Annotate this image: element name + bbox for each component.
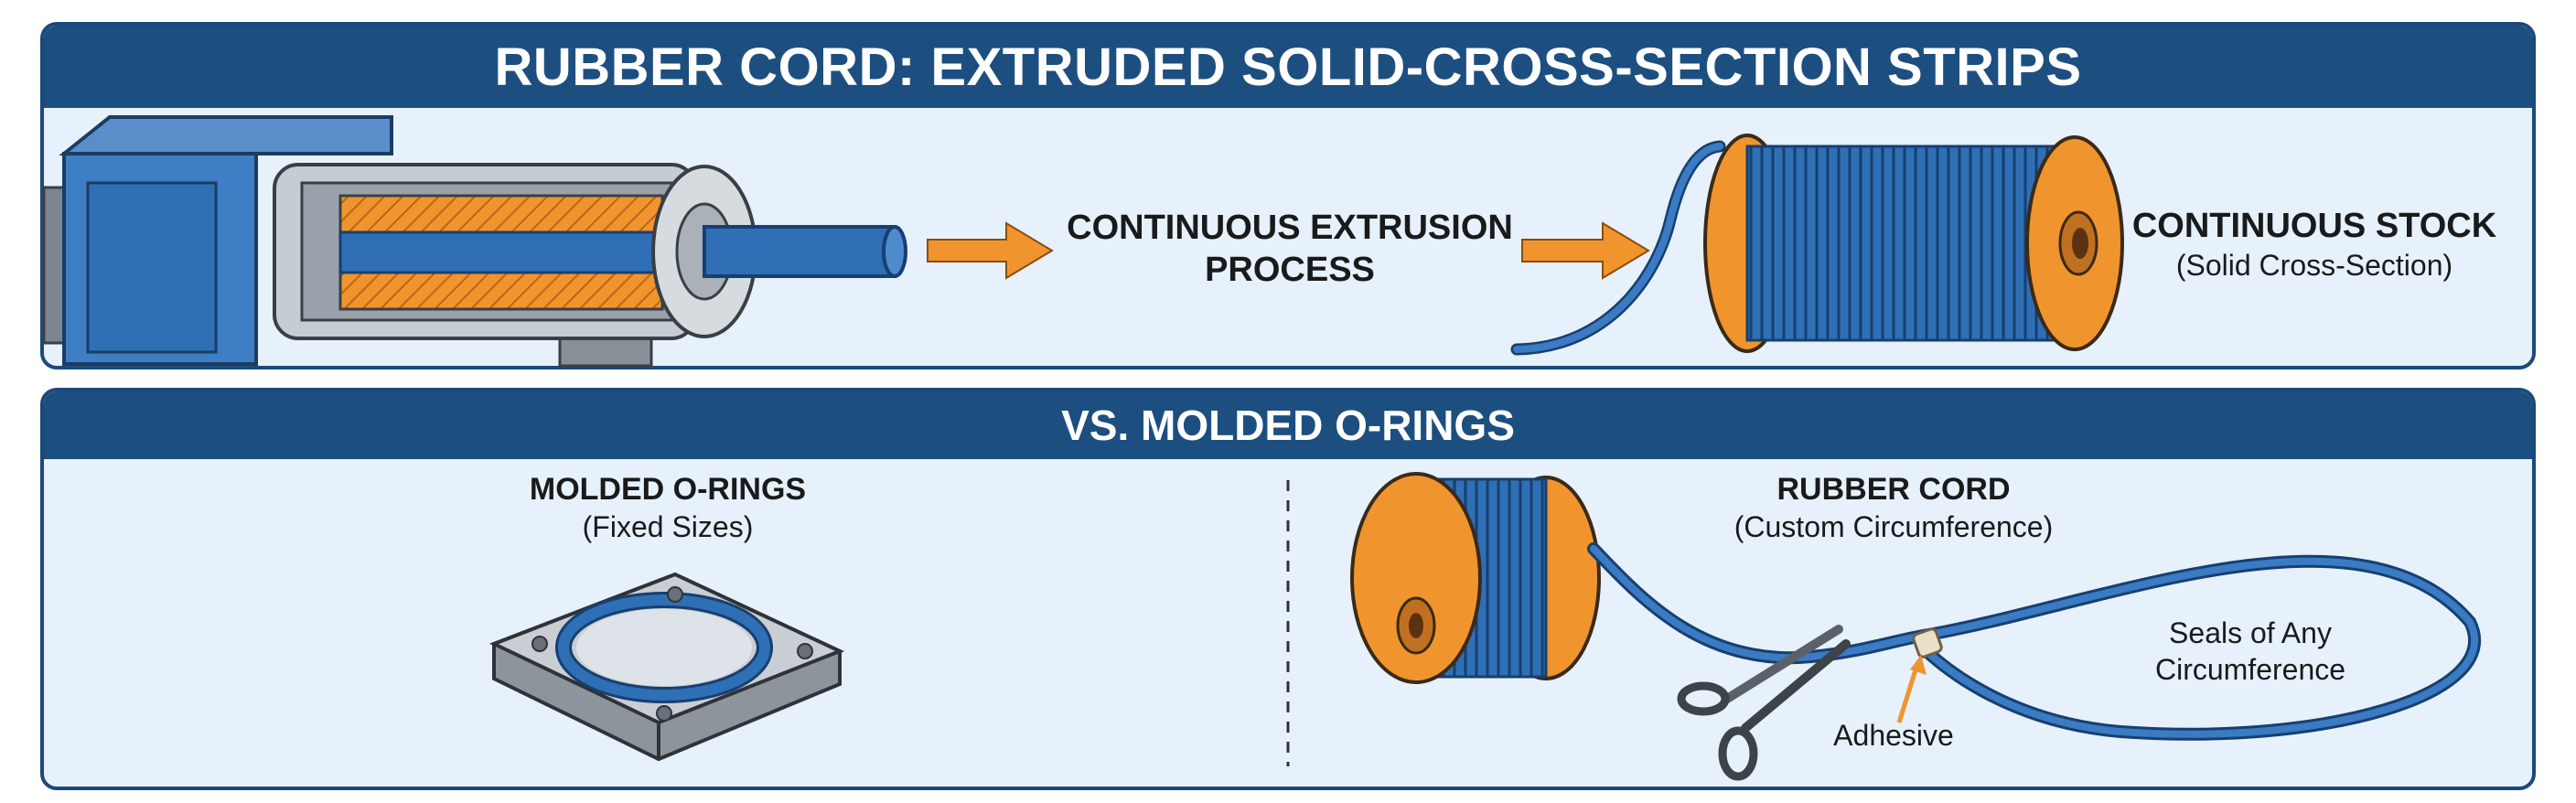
adhesive-pointer-arrow [1896, 663, 1920, 723]
seals-label-line1: Seals of Any [2169, 616, 2332, 649]
arrow-right-icon [927, 221, 1054, 280]
scissors-icon [1677, 625, 1851, 781]
arrow-right-icon [1521, 221, 1650, 280]
molded-o-rings-title: MOLDED O-RINGS [529, 472, 807, 507]
process-label: CONTINUOUS EXTRUSION PROCESS [1052, 207, 1528, 291]
extrusion-panel-title: RUBBER CORD: EXTRUDED SOLID-CROSS-SECTIO… [44, 26, 2532, 108]
comparison-panel-title: VS. MOLDED O-RINGS [44, 391, 2532, 459]
stock-title: CONTINUOUS STOCK [2131, 207, 2497, 245]
stock-subtitle: (Solid Cross-Section) [2175, 249, 2453, 282]
cord-spool-loop-icon [1350, 472, 2482, 741]
process-label-line1: CONTINUOUS EXTRUSION [1067, 209, 1513, 247]
adhesive-label: Adhesive [1833, 719, 1954, 752]
molded-o-rings-subtitle: (Fixed Sizes) [582, 510, 754, 543]
process-label-line2: PROCESS [1205, 251, 1375, 289]
cord-spool-icon [1510, 134, 2124, 356]
seals-label: Seals of Any Circumference [2095, 615, 2406, 688]
extruder-machine [42, 115, 907, 368]
o-ring-plate-icon [488, 572, 845, 762]
seals-label-line2: Circumference [2154, 653, 2346, 686]
rubber-cord-subtitle: (Custom Circumference) [1733, 510, 2054, 543]
rubber-cord-title: RUBBER CORD [1776, 472, 2011, 507]
